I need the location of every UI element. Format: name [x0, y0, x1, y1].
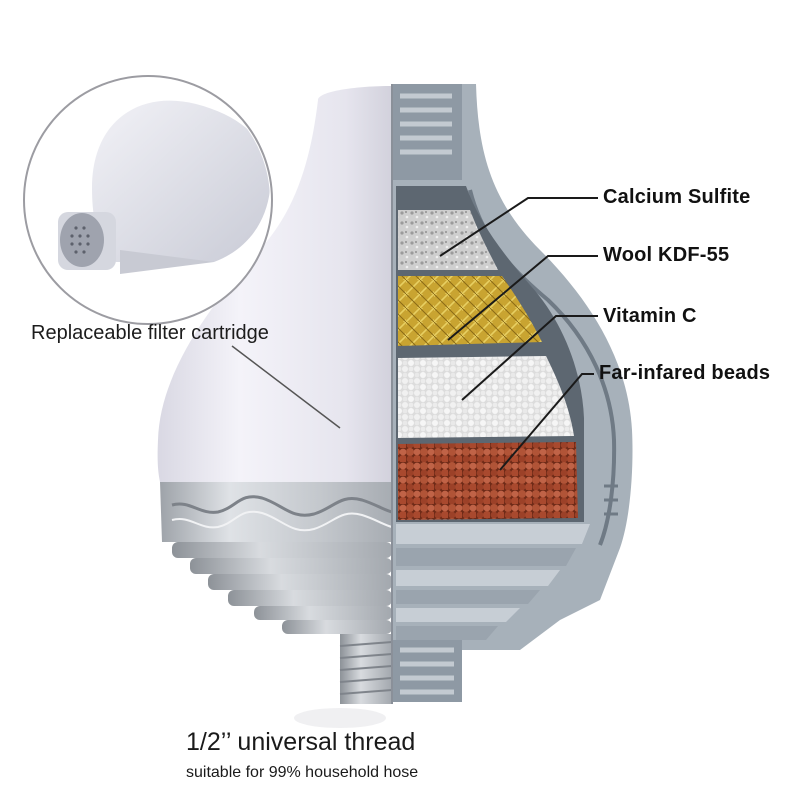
layer-wool-kdf [398, 276, 542, 346]
housing-ribs [396, 524, 590, 640]
label-universal-thread: 1/2’’ universal thread [186, 728, 416, 756]
cartridge-inset [23, 75, 273, 325]
label-far-infrared-beads: Far-infared beads [599, 362, 771, 384]
label-household-hose: suitable for 99% household hose [186, 764, 419, 781]
nozzle-holes [70, 226, 90, 254]
label-replaceable-cartridge: Replaceable filter cartridge [31, 322, 269, 344]
layer-vitamin-c [398, 356, 574, 438]
filter-cutaway-half [392, 84, 633, 702]
leader-wool-kdf [447, 255, 598, 341]
threaded-rings [172, 542, 392, 634]
cap-wave-line [171, 495, 393, 517]
filter-shell [157, 86, 392, 482]
connector-thread [294, 634, 393, 728]
leader-vitamin-c [461, 315, 598, 401]
leader-far-infrared [499, 373, 594, 471]
layer-calcium-sulfite [398, 210, 498, 270]
label-vitamin-c: Vitamin C [603, 305, 697, 327]
label-calcium-sulfite: Calcium Sulfite [603, 186, 751, 208]
filter-exterior-half [157, 86, 393, 728]
cartridge-dome [92, 100, 270, 262]
label-wool-kdf-55: Wool KDF-55 [603, 244, 730, 266]
leader-cartridge [231, 345, 341, 429]
leader-calcium-sulfite [439, 197, 598, 257]
layer-far-infrared-beads [398, 442, 578, 520]
filter-cap-band [160, 482, 392, 542]
